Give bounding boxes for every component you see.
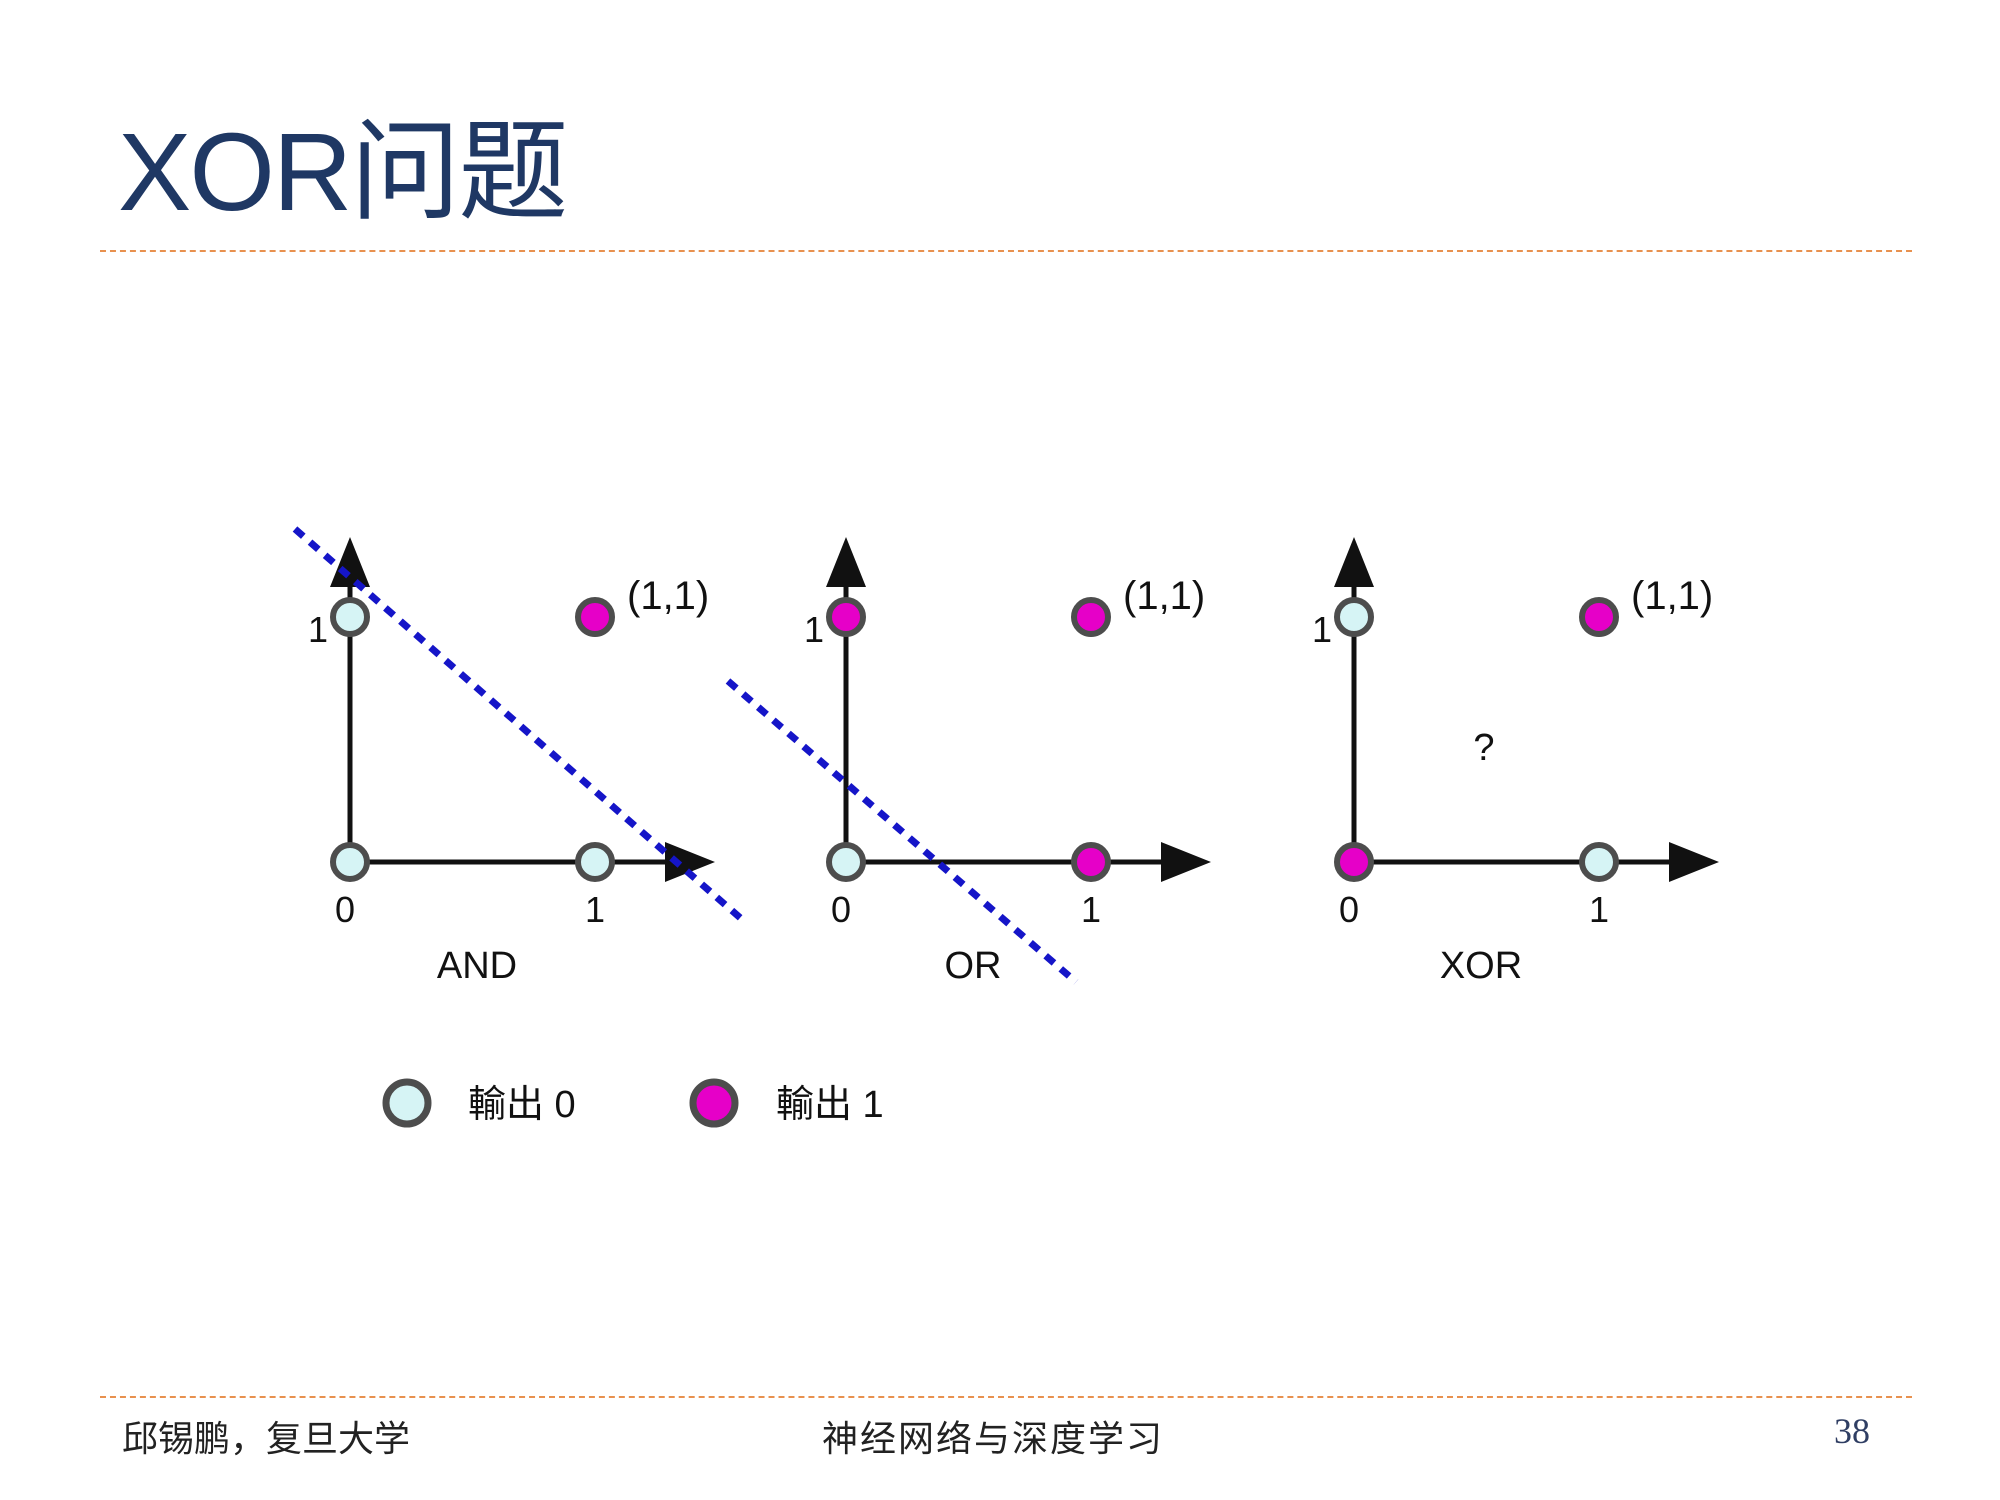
title-divider (100, 250, 1912, 252)
point-xor-10 (1579, 842, 1619, 882)
gate-label-xor: XOR (1440, 945, 1522, 987)
tick-x1-and: 1 (585, 889, 605, 930)
question-mark-xor: ? (1473, 727, 1494, 769)
page-title: XOR问题 (118, 111, 568, 234)
point-and-11 (575, 597, 615, 637)
point-or-00 (826, 842, 866, 882)
gate-label-or: OR (945, 945, 1002, 987)
point-or-01 (826, 597, 866, 637)
gate-label-and: AND (437, 945, 517, 987)
point-and-10 (575, 842, 615, 882)
tick-x1-or: 1 (1081, 889, 1101, 930)
legend: 輸出 0 輸出 1 (382, 1078, 884, 1128)
point-label-or: (1,1) (1123, 574, 1205, 618)
point-label-and: (1,1) (627, 574, 709, 618)
point-and-01 (330, 597, 370, 637)
page-number: 38 (1834, 1411, 1870, 1451)
footer-author: 邱锡鹏，复旦大学 (122, 1419, 411, 1459)
point-or-11 (1071, 597, 1111, 637)
tick-x1-xor: 1 (1589, 889, 1609, 930)
point-and-00 (330, 842, 370, 882)
legend-output1-marker (689, 1078, 739, 1128)
tick-y1-and: 1 (308, 609, 328, 650)
footer-course: 神经网络与深度学习 (822, 1419, 1165, 1459)
legend-output0-label: 輸出 0 (468, 1084, 576, 1126)
tick-x0-xor: 0 (1339, 889, 1359, 930)
panel-or: 0 1 1 (1,1) OR (725, 537, 1211, 987)
tick-x0-or: 0 (831, 889, 851, 930)
footer-divider (100, 1396, 1912, 1398)
tick-x0-and: 0 (335, 889, 355, 930)
decision-line-or (725, 678, 1079, 985)
panel-and: 0 1 1 (1,1) AND (292, 526, 748, 987)
legend-output0-marker (382, 1078, 432, 1128)
point-xor-00 (1334, 842, 1374, 882)
tick-y1-or: 1 (804, 609, 824, 650)
point-xor-01 (1334, 597, 1374, 637)
panel-xor: 0 1 1 (1,1) XOR? (1312, 537, 1719, 987)
point-xor-11 (1579, 597, 1619, 637)
legend-output1-label: 輸出 1 (776, 1084, 884, 1126)
point-or-10 (1071, 842, 1111, 882)
point-label-xor: (1,1) (1631, 574, 1713, 618)
tick-y1-xor: 1 (1312, 609, 1332, 650)
